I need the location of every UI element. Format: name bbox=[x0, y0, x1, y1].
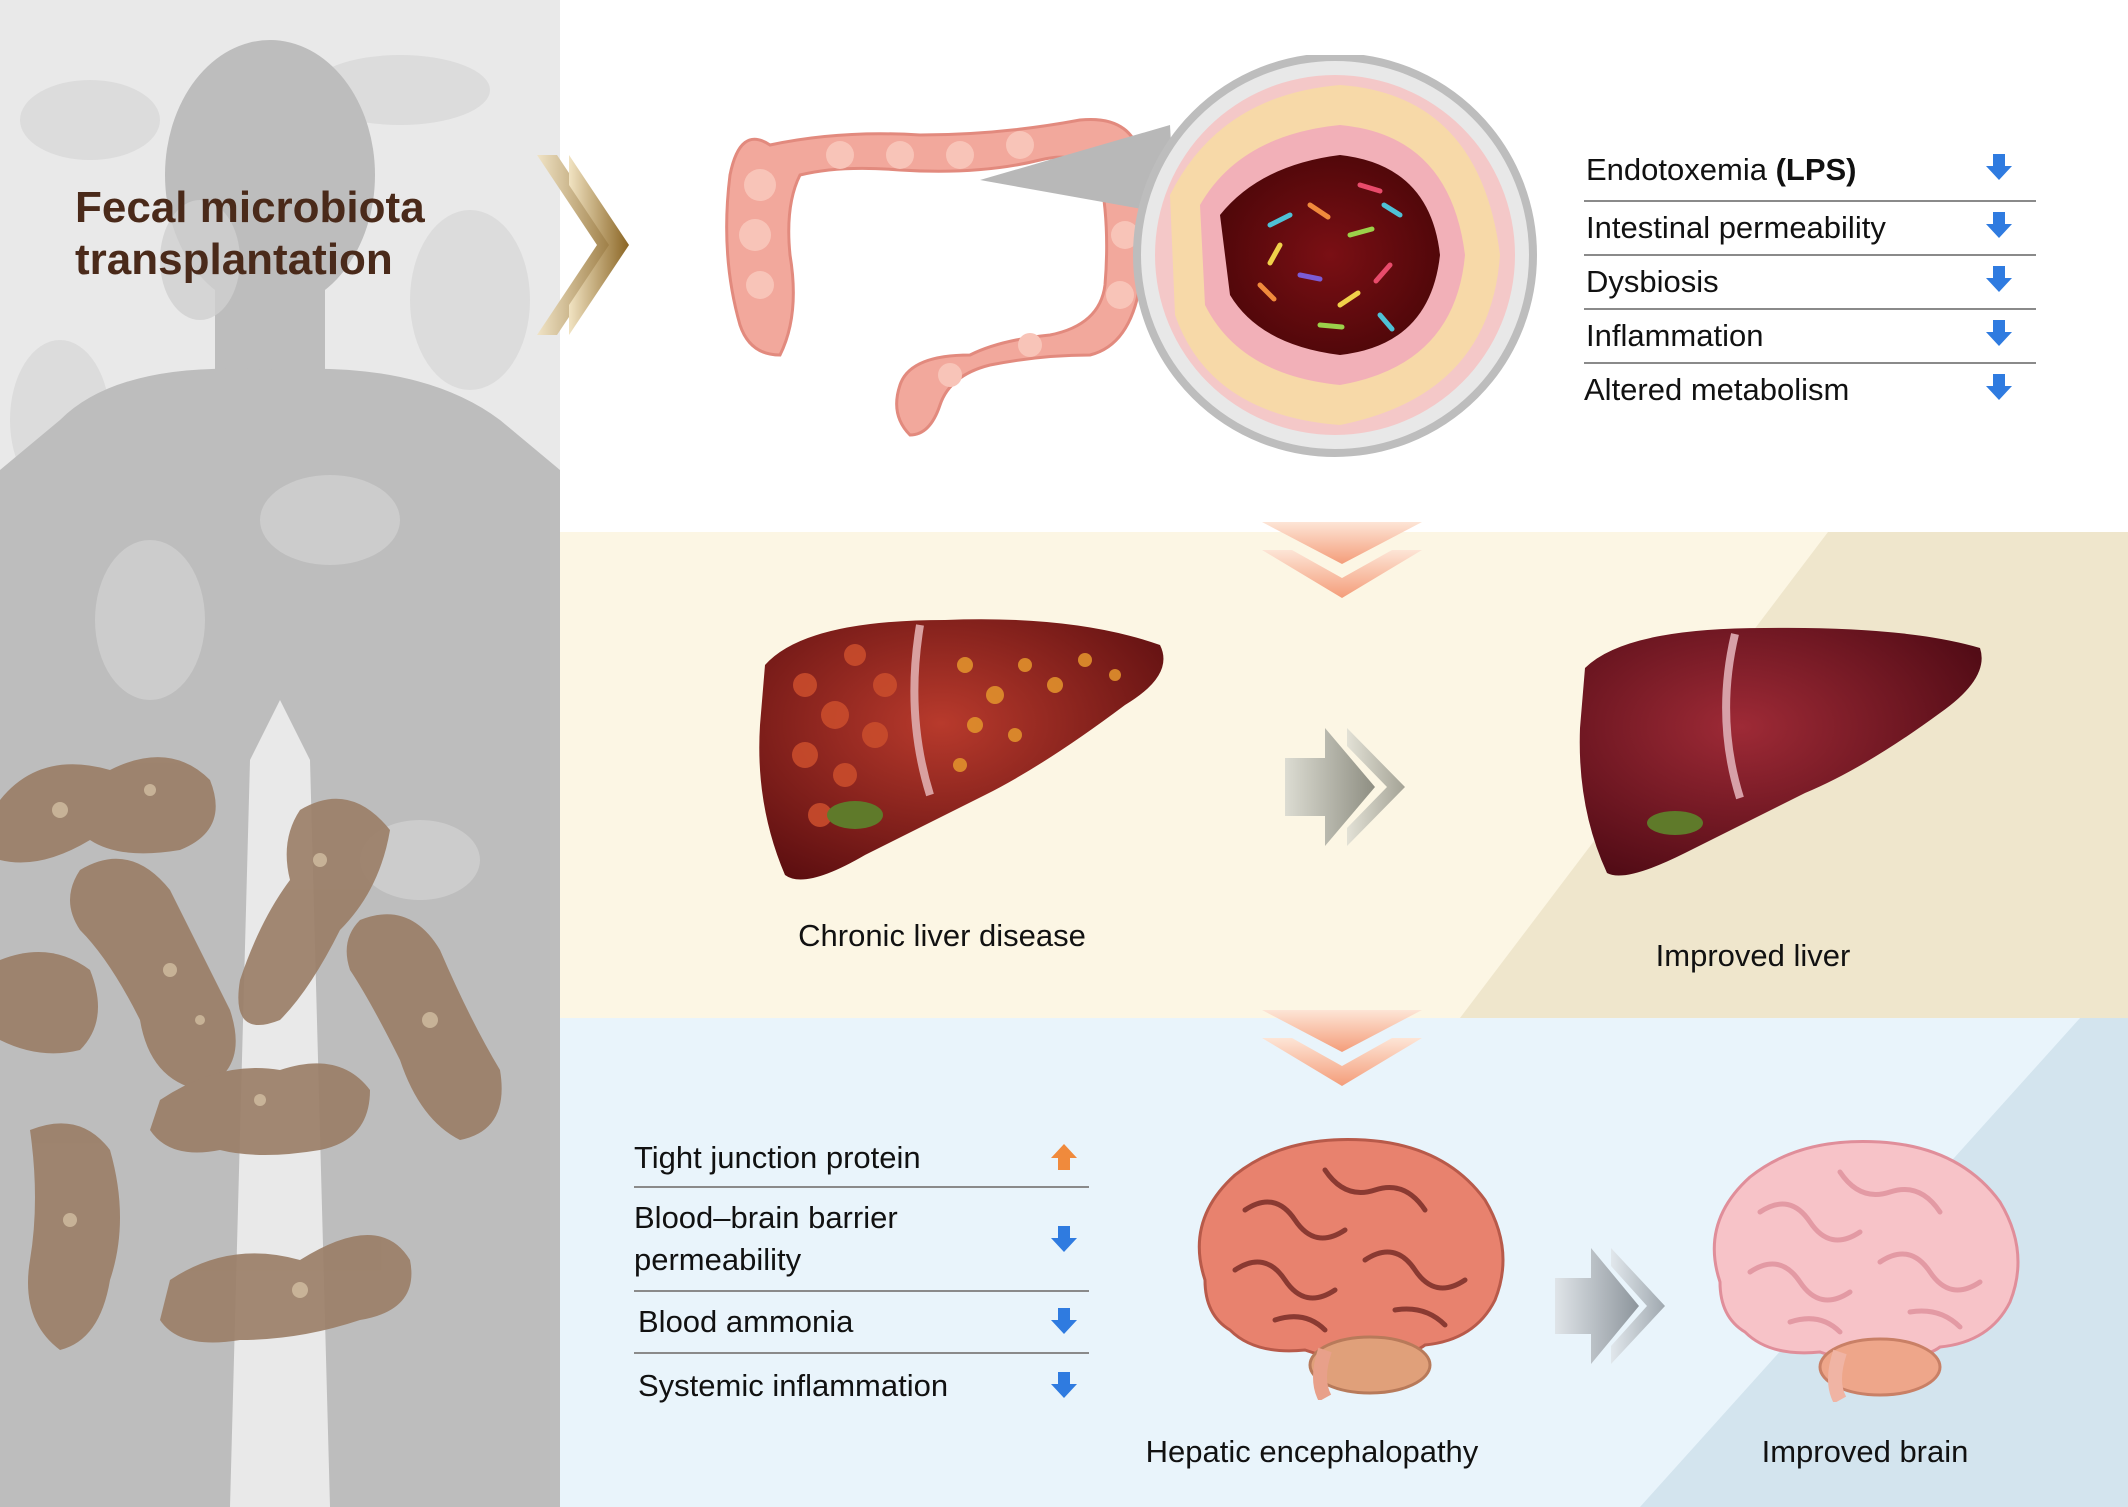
gut-effect-label: Altered metabolism bbox=[1584, 372, 1850, 407]
list-item: Dysbiosis bbox=[1584, 256, 2036, 310]
arrow-down-icon bbox=[1986, 374, 2012, 400]
divider bbox=[1584, 200, 2036, 202]
arrow-down-icon bbox=[1051, 1372, 1077, 1398]
brain-effect-label: Tight junction protein bbox=[634, 1140, 921, 1175]
diseased-brain-illustration bbox=[1197, 1137, 1505, 1400]
arrow-down-icon bbox=[1051, 1226, 1077, 1252]
brain-effects-list: Tight junction protein Blood–brain barri… bbox=[634, 1136, 1089, 1416]
brain-effect-label: Blood–brain barrier bbox=[634, 1200, 898, 1235]
diseased-liver-illustration bbox=[759, 619, 1164, 880]
list-item: Systemic inflammation bbox=[634, 1354, 1089, 1416]
improved-liver-illustration bbox=[1579, 627, 1982, 876]
arrow-down-icon bbox=[1986, 266, 2012, 292]
list-item: Inflammation bbox=[1584, 310, 2036, 364]
gut-effect-label: Dysbiosis bbox=[1586, 264, 1719, 299]
list-item: Intestinal permeability bbox=[1584, 202, 2036, 256]
list-item: Blood–brain barrier permeability bbox=[634, 1188, 1089, 1292]
arrow-up-icon bbox=[1051, 1144, 1077, 1170]
brain-before-label: Hepatic encephalopathy bbox=[1145, 1434, 1479, 1469]
list-item: Endotoxemia (LPS) bbox=[1584, 148, 2036, 202]
left-panel: Fecal microbiota transplantation bbox=[0, 0, 560, 1507]
gut-effects-list: Endotoxemia (LPS) Intestinal permeabilit… bbox=[1584, 148, 2036, 418]
divider bbox=[1584, 362, 2036, 364]
arrow-down-icon bbox=[1986, 320, 2012, 346]
list-item: Blood ammonia bbox=[634, 1292, 1089, 1354]
arrow-down-icon bbox=[1051, 1308, 1077, 1334]
improved-brain-illustration bbox=[1712, 1139, 2020, 1402]
list-item: Tight junction protein bbox=[634, 1136, 1089, 1188]
arrow-down-icon bbox=[1986, 212, 2012, 238]
title-line-1: Fecal microbiota bbox=[75, 183, 425, 232]
list-item: Altered metabolism bbox=[1584, 364, 2036, 418]
title-line-2: transplantation bbox=[75, 235, 393, 284]
chevron-down-icon bbox=[1262, 1010, 1422, 1086]
divider bbox=[634, 1290, 1089, 1292]
brain-effect-label: Systemic inflammation bbox=[638, 1368, 949, 1403]
liver-after-label: Improved liver bbox=[1655, 938, 1851, 973]
bacteria-illustration bbox=[0, 757, 502, 1350]
chevron-right-icon bbox=[537, 155, 629, 335]
arrow-down-icon bbox=[1986, 154, 2012, 180]
divider bbox=[1584, 254, 2036, 256]
gut-effect-label: Endotoxemia (LPS) bbox=[1586, 152, 1857, 187]
brain-effect-label-continued: permeability bbox=[634, 1242, 802, 1277]
chevron-down-icon bbox=[1262, 522, 1422, 598]
divider bbox=[1584, 308, 2036, 310]
divider bbox=[634, 1352, 1089, 1354]
gut-effect-label: Inflammation bbox=[1586, 318, 1764, 353]
chevron-right-icon bbox=[1285, 728, 1405, 846]
colon-illustration bbox=[725, 55, 1537, 457]
gut-effect-label: Intestinal permeability bbox=[1586, 210, 1886, 245]
brain-after-label: Improved brain bbox=[1761, 1434, 1969, 1469]
divider bbox=[634, 1186, 1089, 1188]
brain-effect-label: Blood ammonia bbox=[638, 1304, 854, 1339]
chevron-right-icon bbox=[1555, 1248, 1665, 1364]
liver-before-label: Chronic liver disease bbox=[798, 918, 1086, 953]
